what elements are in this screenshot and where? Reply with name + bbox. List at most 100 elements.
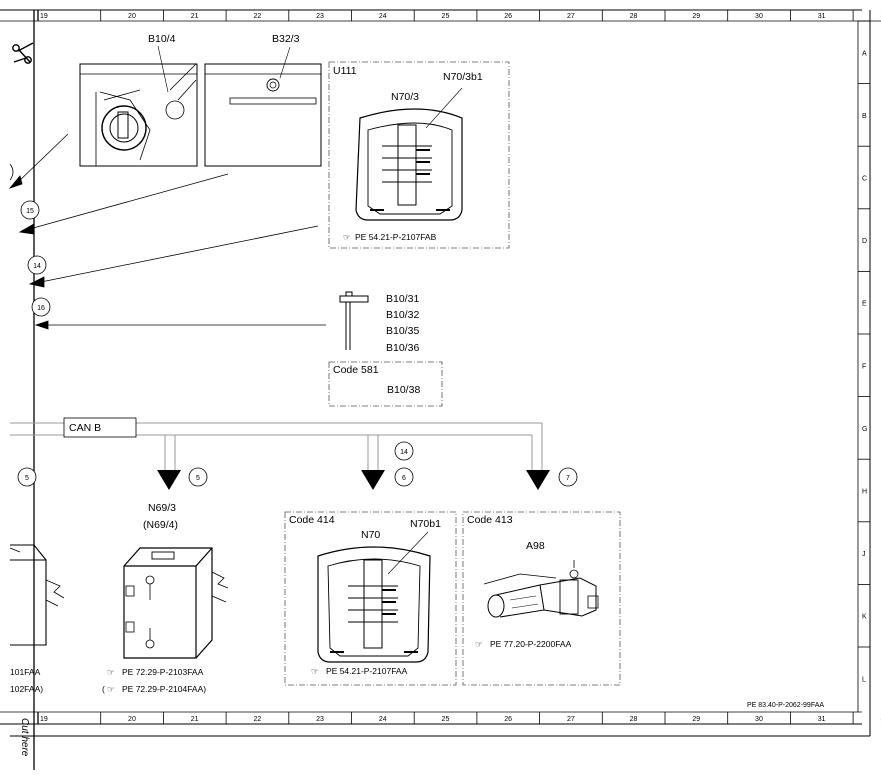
label-b10-31: B10/31	[386, 293, 419, 305]
sheet-frame	[0, 9, 881, 770]
svg-text:PE 77.20-P-2200FAA: PE 77.20-P-2200FAA	[490, 639, 572, 649]
a98-motor-actuator-icon	[483, 560, 599, 618]
reference-circle-6: 6	[394, 467, 414, 487]
row-letter: J	[862, 551, 866, 558]
svg-text:6: 6	[402, 475, 406, 482]
connector-lines-left	[8, 133, 326, 330]
svg-text:☞: ☞	[107, 684, 115, 694]
left-ref-1: 101FAA	[10, 667, 41, 677]
column-number: 22	[253, 716, 261, 723]
label-n70b1: N70b1	[410, 518, 441, 530]
svg-text:PE 54.21-P-2107FAA: PE 54.21-P-2107FAA	[326, 666, 408, 676]
reference-circle-14: 14	[27, 255, 47, 275]
column-number: 21	[191, 13, 199, 20]
column-number: 23	[316, 13, 324, 20]
svg-text:7: 7	[566, 475, 570, 482]
column-number: 23	[316, 716, 324, 723]
column-number: 28	[630, 13, 638, 20]
reference-circle-16: 16	[31, 297, 51, 317]
svg-text:☞: ☞	[343, 232, 351, 242]
svg-text:☞: ☞	[475, 639, 483, 649]
svg-text:5: 5	[25, 475, 29, 482]
column-number: 20	[128, 13, 136, 20]
column-number: 30	[755, 13, 763, 20]
column-number: 22	[253, 13, 261, 20]
n70-switch-unit	[317, 531, 431, 663]
left-ref-2: 102FAA)	[10, 684, 43, 694]
detail-panel-b10-4	[79, 45, 198, 167]
svg-text:(: (	[102, 684, 105, 694]
column-number: 20	[128, 716, 136, 723]
code-413-boundary	[462, 511, 621, 686]
svg-text:☞: ☞	[311, 666, 319, 676]
column-number: 29	[692, 716, 700, 723]
code-581-boundary	[328, 361, 443, 407]
label-a98: A98	[526, 540, 545, 552]
svg-text:15: 15	[26, 208, 34, 215]
label-b10-4: B10/4	[148, 33, 176, 45]
scissors-icon	[12, 42, 34, 64]
row-letter: H	[862, 489, 867, 496]
column-number: 27	[567, 13, 575, 20]
column-number: 30	[755, 716, 763, 723]
column-index-top: 1920212223242526272829303132	[37, 10, 881, 21]
ref-n69-2: ( ☞ PE 72.29-P-2104FAA)	[102, 684, 206, 694]
reference-circle-15: 15	[20, 200, 40, 220]
svg-text:PE 72.29-P-2103FAA: PE 72.29-P-2103FAA	[122, 667, 204, 677]
column-number: 24	[379, 716, 387, 723]
svg-text:5: 5	[196, 475, 200, 482]
label-b10-32: B10/32	[386, 309, 419, 321]
can-b-label-box	[63, 417, 137, 438]
column-number: 24	[379, 13, 387, 20]
column-number: 26	[504, 716, 512, 723]
column-number: 26	[504, 13, 512, 20]
label-n69-3: N69/3	[148, 502, 176, 514]
row-letter: L	[862, 676, 866, 683]
svg-text:14: 14	[400, 449, 408, 456]
svg-text:PE 72.29-P-2104FAA): PE 72.29-P-2104FAA)	[122, 684, 206, 694]
label-n69-4: (N69/4)	[143, 519, 178, 531]
label-code-413: Code 413	[467, 514, 513, 526]
row-letter: A	[862, 50, 867, 57]
u111-boundary	[328, 61, 510, 249]
label-b10-38: B10/38	[387, 384, 420, 396]
label-code-581: Code 581	[333, 364, 379, 376]
detail-panel-b32-3	[204, 46, 322, 167]
column-number: 31	[818, 13, 826, 20]
column-number: 27	[567, 716, 575, 723]
row-letter: E	[862, 301, 867, 308]
label-code-414: Code 414	[289, 514, 335, 526]
row-letter: K	[862, 614, 867, 621]
label-n70-3b1: N70/3b1	[443, 71, 483, 83]
can-b-label: CAN B	[69, 422, 101, 434]
column-number: 25	[442, 716, 450, 723]
ref-n69-1: ☞ PE 72.29-P-2103FAA	[107, 667, 204, 677]
row-letter: B	[862, 113, 867, 120]
svg-text:☞: ☞	[107, 667, 115, 677]
svg-text:14: 14	[33, 263, 41, 270]
column-number: 25	[442, 13, 450, 20]
bus-arrows	[157, 470, 550, 490]
reference-circle-5-left: 5	[17, 467, 37, 487]
column-number: 31	[818, 716, 826, 723]
label-n70-3: N70/3	[391, 91, 419, 103]
svg-text:16: 16	[37, 305, 45, 312]
label-b10-36: B10/36	[386, 342, 419, 354]
reference-circle-14-bus: 14	[394, 441, 414, 461]
column-index-bottom: 1920212223242526272829303132	[37, 712, 881, 724]
reference-circle-5: 5	[188, 467, 208, 487]
row-letter: F	[862, 363, 866, 370]
label-b10-35: B10/35	[386, 325, 419, 337]
column-number: 28	[630, 716, 638, 723]
column-number: 21	[191, 716, 199, 723]
b10-sensor-icon	[339, 291, 369, 350]
cut-here-label: Cut here	[19, 718, 30, 757]
column-number: 19	[40, 13, 48, 20]
label-b32-3: B32/3	[272, 33, 300, 45]
sheet-reference: PE 83.40-P-2062-99FAA	[747, 702, 824, 709]
reference-circle-7: 7	[558, 467, 578, 487]
label-n70: N70	[361, 529, 380, 541]
code-414-boundary	[284, 511, 457, 686]
